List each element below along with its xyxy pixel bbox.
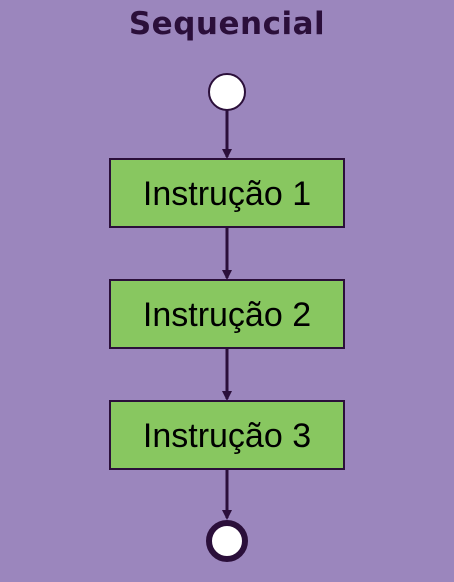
step-box-2: Instrução 2 <box>109 279 345 349</box>
step-label-1: Instrução 1 <box>143 175 311 213</box>
step-label-2: Instrução 2 <box>143 296 311 334</box>
step-box-3: Instrução 3 <box>109 400 345 470</box>
start-node <box>208 73 246 111</box>
step-label-3: Instrução 3 <box>143 417 311 455</box>
step-box-1: Instrução 1 <box>109 158 345 228</box>
end-node <box>206 520 248 562</box>
diagram-title: Sequencial <box>128 6 326 42</box>
